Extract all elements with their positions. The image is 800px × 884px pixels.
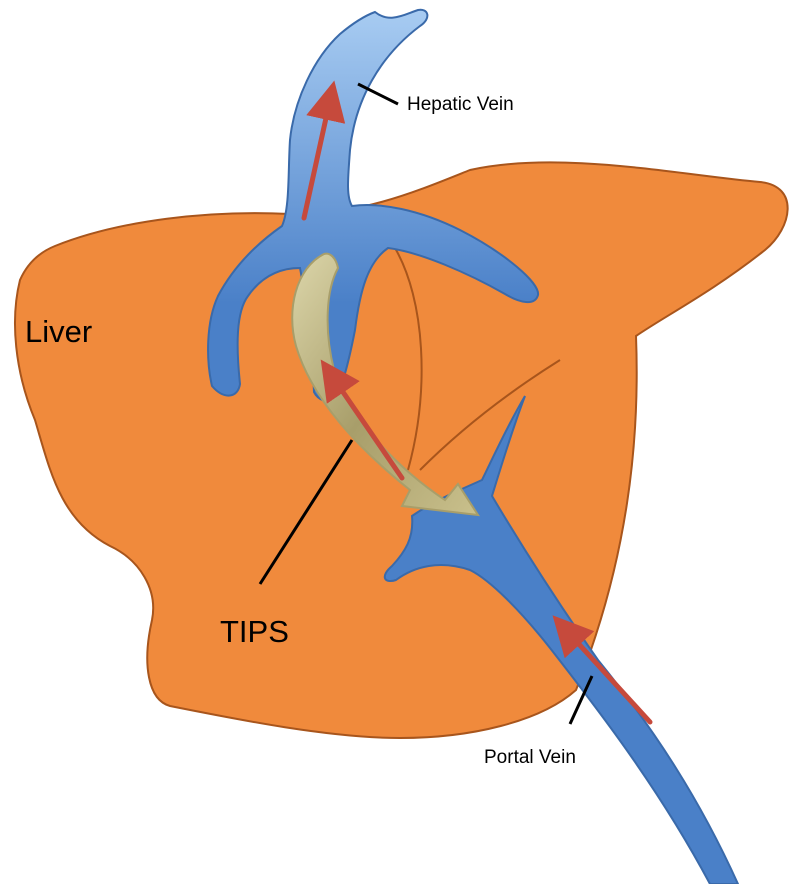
leader-line-portal-vein (568, 675, 594, 725)
tips-label: TIPS (220, 614, 289, 649)
flow-arrow-hepatic (301, 80, 346, 221)
portal-vein-label: Portal Vein (484, 747, 576, 768)
flow-arrow-tips (320, 359, 405, 481)
flow-arrow-portal (552, 615, 653, 725)
leader-line-hepatic-vein (357, 82, 399, 106)
leader-line-tips (258, 439, 354, 585)
liver-fold-line (394, 247, 561, 471)
liver-label: Liver (25, 314, 92, 349)
hepatic-vein-label: Hepatic Vein (407, 94, 514, 115)
